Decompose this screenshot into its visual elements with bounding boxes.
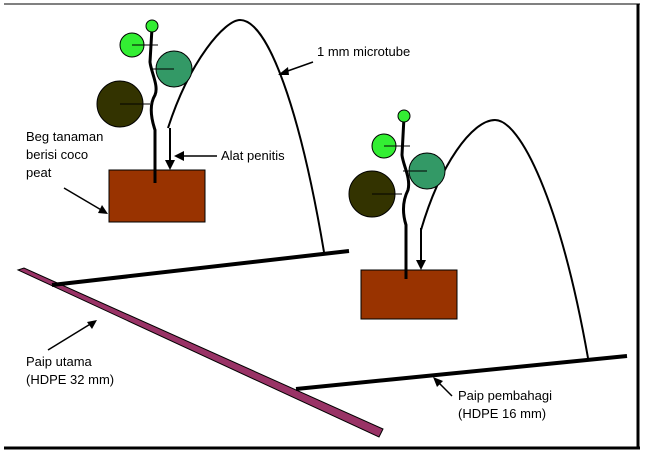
main-pipe [16, 267, 384, 438]
arrow-beg [63, 187, 104, 212]
label-paip-pembahagi-line1: Paip pembahagi [458, 388, 552, 403]
arrow-paip-utama-head [87, 320, 97, 329]
label-penitis: Alat penitis [221, 148, 285, 163]
arrow-beg-head [98, 205, 108, 214]
label-microtube: 1 mm microtube [317, 44, 411, 59]
plant-bag-left [108, 169, 206, 223]
leaf-bud-right [397, 109, 411, 123]
dripper-left-arrowhead [165, 160, 175, 170]
microtube-left [167, 18, 325, 253]
plant-bag-right [360, 269, 458, 320]
arrow-paip-pembahagi-head [433, 377, 443, 387]
label-beg-line2: berisi coco [26, 147, 89, 162]
arrow-microtube-head [278, 67, 289, 75]
microtube-right [420, 118, 589, 359]
dripper-right-arrowhead [416, 260, 426, 270]
arrow-penitis-head [174, 151, 184, 161]
arrow-paip-utama [47, 322, 93, 351]
label-beg-line3: peat [26, 165, 52, 180]
label-paip-utama-line2: (HDPE 32 mm) [26, 372, 115, 387]
leaf-bud-left [145, 19, 159, 33]
distribution-pipe-upper [51, 249, 350, 287]
plant-stem-left [148, 27, 158, 183]
distribution-pipe-lower [295, 354, 628, 391]
label-paip-utama-line1: Paip utama [26, 354, 92, 369]
plant-stem-right [400, 116, 411, 279]
label-paip-pembahagi-line2: (HDPE 16 mm) [458, 406, 547, 421]
label-beg-line1: Beg tanaman [26, 129, 104, 144]
